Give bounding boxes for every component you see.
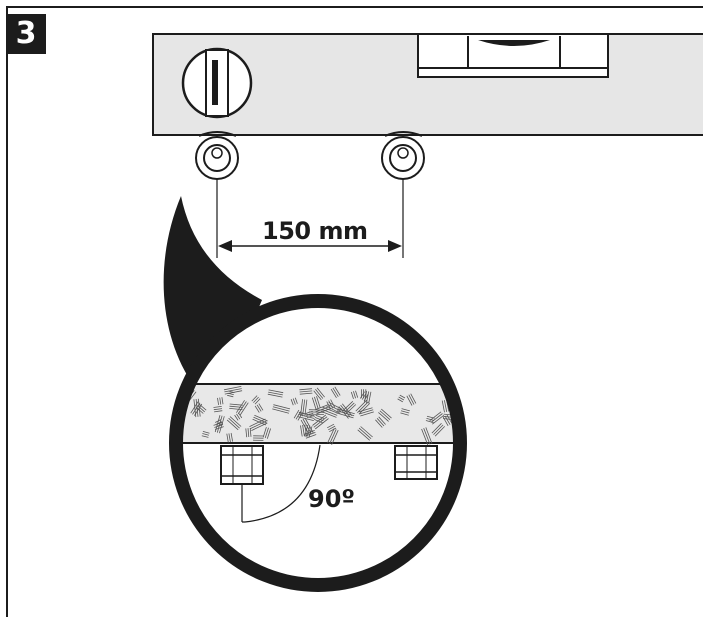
angle-label: 90º	[308, 485, 355, 513]
screw-right	[395, 446, 437, 479]
mounting-ring-left	[196, 132, 238, 179]
mounting-ring-right	[382, 132, 424, 179]
step-number-badge: 3	[6, 14, 46, 54]
screw-left	[221, 446, 263, 484]
dimension-label: 150 mm	[262, 217, 367, 245]
arrow-left	[218, 240, 232, 252]
vertical-vial	[183, 49, 251, 117]
arrow-right	[388, 240, 402, 252]
spirit-level	[153, 34, 703, 135]
